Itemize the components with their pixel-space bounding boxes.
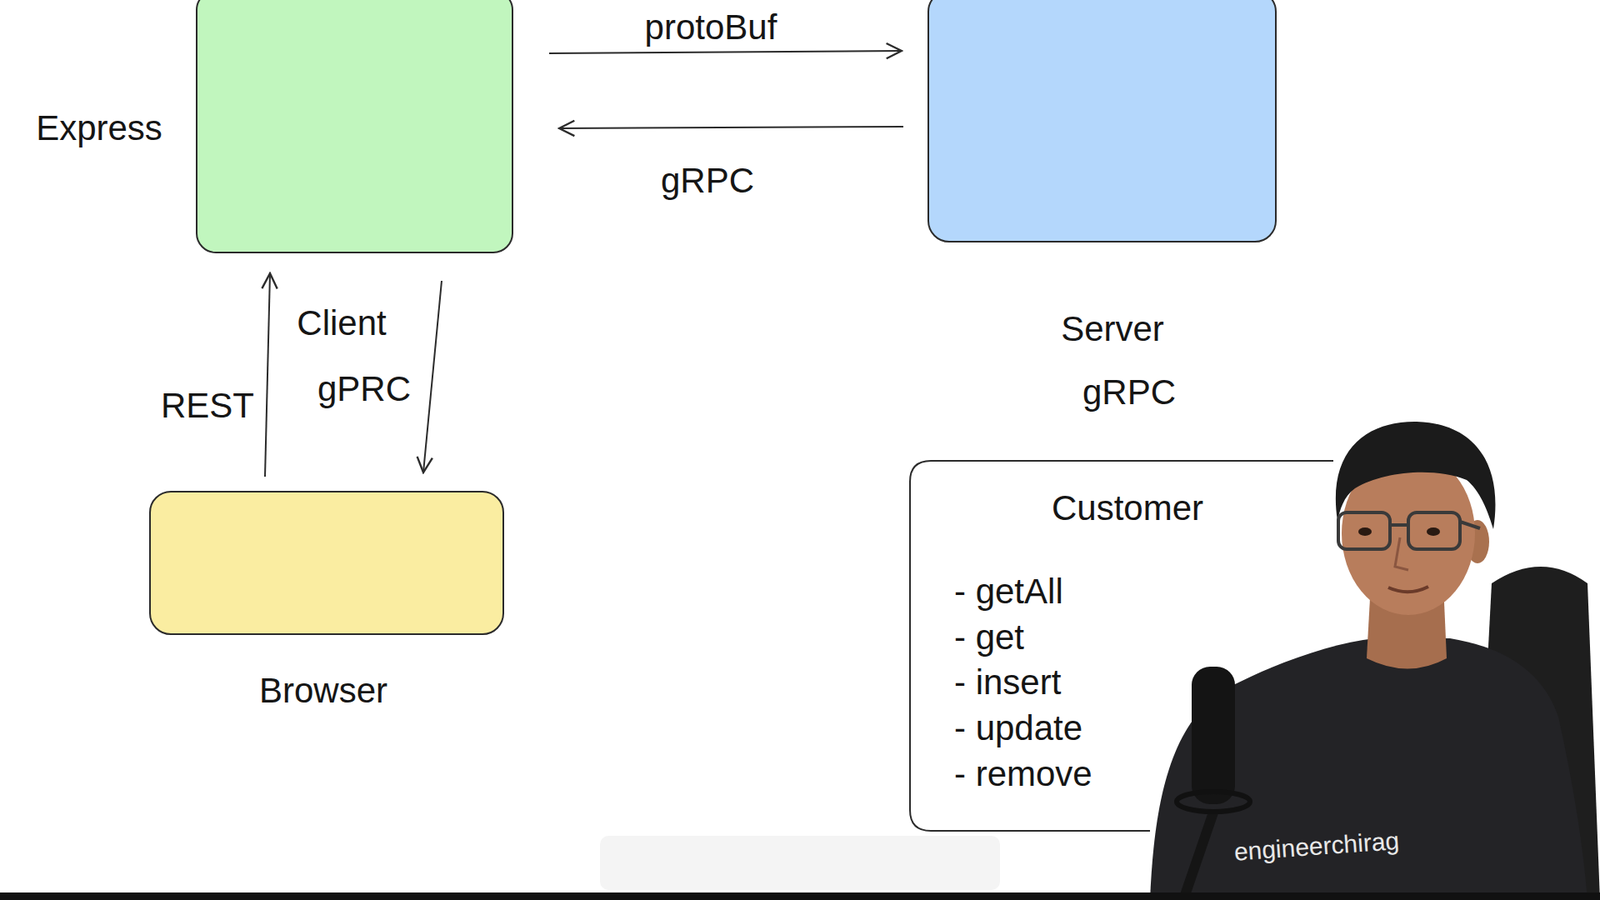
nose [1395,537,1409,570]
edge-label: REST [157,385,258,426]
box-label: Browser [259,670,388,711]
glasses [1408,512,1460,550]
protocol-label: gPRC [314,369,415,410]
glasses [1338,512,1390,550]
microphone [1191,666,1235,805]
box-label: gRPC [1082,372,1176,413]
service-box: Express [195,0,514,254]
edge-label: protoBuf [641,7,781,48]
entity-box: Customer - getAll - get- insert - update - r… [909,460,1336,832]
box-label: Server [1060,309,1165,350]
shirt [1150,638,1588,900]
mic-stand [1183,812,1214,900]
arrow-connector [423,280,442,473]
method-item: - get [954,617,1025,658]
box-border [910,460,1334,831]
service-box: ServergRPC [927,0,1277,243]
role-label: Client [293,303,390,344]
edge-label: gRPC [657,160,758,201]
arrow-connector [265,273,270,477]
arrow-connector [549,50,902,54]
browser-box: Browser [149,490,505,635]
shirt-text: engineerchirag [1230,826,1404,868]
arrow-connector [559,126,904,129]
method-item: - insert [954,662,1061,703]
method-item: - update [954,708,1083,749]
entity-title: Customer [1051,488,1204,529]
video-controls [600,835,1000,890]
eye [1426,527,1440,536]
mic-mount [1176,791,1250,812]
method-item: - remove [954,754,1093,795]
glasses-frame [1390,521,1480,529]
mouth [1388,586,1429,592]
eye [1358,527,1372,536]
box-label: Express [35,108,163,149]
bottom-bar [0,892,1600,900]
method-item: - getAll [954,571,1064,612]
